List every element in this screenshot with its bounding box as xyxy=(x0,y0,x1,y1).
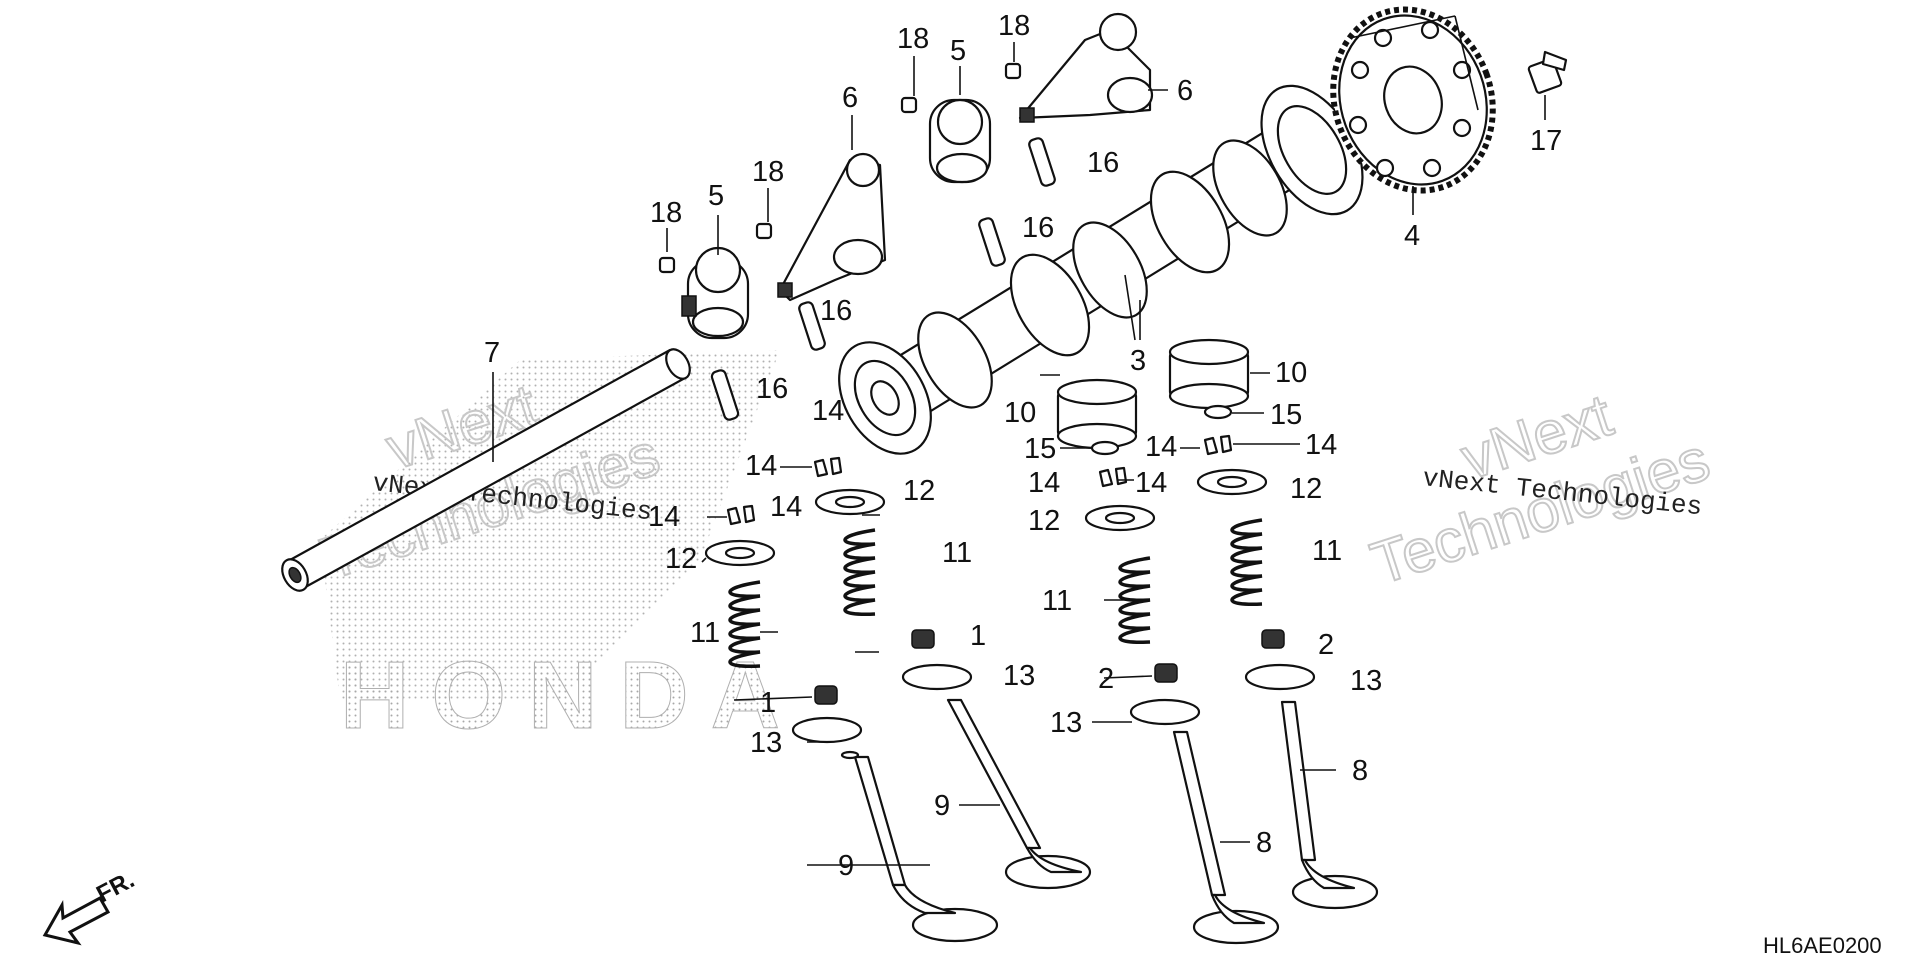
callout-12-d: 12 xyxy=(1290,473,1322,505)
callout-14-d: 14 xyxy=(770,491,802,523)
callout-6-left: 6 xyxy=(842,82,858,114)
callout-2-b: 2 xyxy=(1318,629,1334,661)
callout-2-a: 2 xyxy=(1098,663,1114,695)
cam-sprocket xyxy=(1330,6,1496,194)
callout-11-b: 11 xyxy=(942,537,972,569)
callout-10-right: 10 xyxy=(1275,357,1307,389)
callout-1-a: 1 xyxy=(970,620,986,652)
callout-13-c: 13 xyxy=(1050,707,1082,739)
callout-11-a: 11 xyxy=(690,617,720,649)
rocker-arm-right xyxy=(1018,12,1154,123)
callout-18-b: 18 xyxy=(752,156,784,188)
callout-12-a: 12 xyxy=(665,543,697,575)
callout-7: 7 xyxy=(484,337,500,369)
valve-assembly-2 xyxy=(813,456,1092,890)
watermark-dotted-wing xyxy=(320,350,780,700)
callout-3: 3 xyxy=(1130,345,1146,377)
callout-13-d: 13 xyxy=(750,727,782,759)
callout-16-b: 16 xyxy=(820,295,852,327)
callout-1-b: 1 xyxy=(760,687,776,719)
valve-assembly-1 xyxy=(704,504,999,943)
callout-9-b: 9 xyxy=(838,850,854,882)
callout-5-left: 5 xyxy=(708,180,724,212)
tappets xyxy=(1056,338,1250,456)
callout-13-a: 13 xyxy=(1003,660,1035,692)
callout-8-b: 8 xyxy=(1352,755,1368,787)
callout-14-b: 14 xyxy=(745,450,777,482)
leader-lines xyxy=(492,42,1546,866)
diagram-code: HL6AE0200 xyxy=(1763,933,1882,958)
callout-15-right: 15 xyxy=(1270,399,1302,431)
callout-12-c: 12 xyxy=(1028,505,1060,537)
callout-4: 4 xyxy=(1404,220,1420,252)
callout-16-d: 16 xyxy=(1087,147,1119,179)
callout-14-c: 14 xyxy=(648,501,680,533)
front-arrow-icon xyxy=(42,895,111,946)
valve-assembly-4 xyxy=(1196,434,1379,910)
callout-9-a: 9 xyxy=(934,790,950,822)
callout-labels: 7 3 4 17 5 5 6 6 18 18 18 18 16 16 16 16… xyxy=(484,10,1562,882)
callout-13-b: 13 xyxy=(1350,665,1382,697)
callout-17: 17 xyxy=(1530,125,1562,157)
rocker-pins xyxy=(658,62,1022,274)
callout-18-a: 18 xyxy=(650,197,682,229)
callout-12-b: 12 xyxy=(903,475,935,507)
callout-18-d: 18 xyxy=(998,10,1030,42)
callout-14-f: 14 xyxy=(1135,467,1167,499)
callout-14-e: 14 xyxy=(1028,467,1060,499)
callout-15-left: 15 xyxy=(1024,433,1056,465)
rocker-arm-center-right xyxy=(928,98,992,184)
callout-11-d: 11 xyxy=(1312,535,1342,567)
rocker-shaft xyxy=(281,348,691,592)
callout-5-right: 5 xyxy=(950,35,966,67)
callout-18-c: 18 xyxy=(897,23,929,55)
callout-10-left: 10 xyxy=(1004,397,1036,429)
sprocket-bolt xyxy=(1527,50,1568,94)
callout-14-a: 14 xyxy=(812,395,844,427)
callout-16-c: 16 xyxy=(1022,212,1054,244)
callout-6-right: 6 xyxy=(1177,75,1193,107)
watermark-logo-text: HONDA xyxy=(340,642,802,749)
callout-11-c: 11 xyxy=(1042,585,1072,617)
callout-8-a: 8 xyxy=(1256,827,1272,859)
valve-assembly-3 xyxy=(1084,466,1280,945)
callout-14-g: 14 xyxy=(1145,431,1177,463)
callout-16-a: 16 xyxy=(756,373,788,405)
callout-14-h: 14 xyxy=(1305,429,1337,461)
rocker-arm-left xyxy=(681,246,750,340)
valve-adjusters xyxy=(710,137,1056,421)
rocker-arm-center-left xyxy=(777,152,887,302)
front-direction-indicator: FR. xyxy=(42,866,139,946)
